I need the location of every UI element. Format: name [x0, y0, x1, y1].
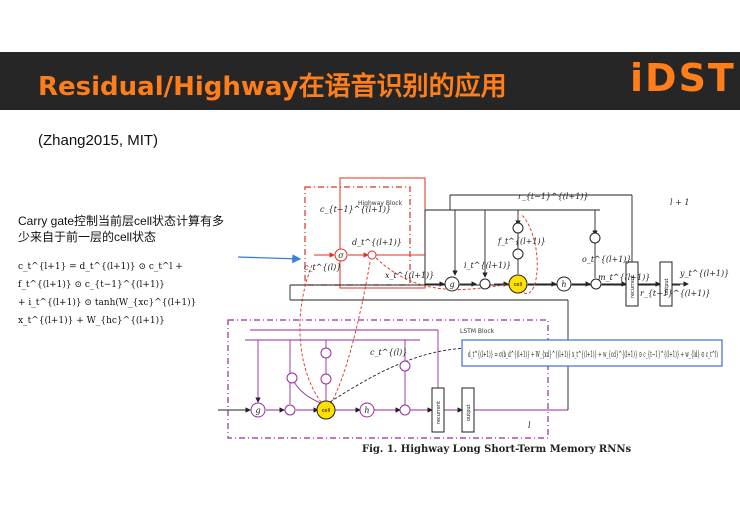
- carry-gate-equation-box: [461, 339, 723, 367]
- upper-cell-label: cell: [514, 282, 523, 288]
- upper-cell-node: [508, 274, 528, 294]
- upper-output-multiply: [590, 278, 602, 290]
- lower-cell-label: cell: [322, 408, 331, 414]
- layer-bottom-label: l: [528, 421, 531, 430]
- sym-i: i_t^{(l+1)}: [464, 261, 511, 270]
- upper-g-label: g: [449, 280, 454, 289]
- sym-y: y_t^{(l+1)}: [679, 269, 729, 278]
- lower-cell-node: [316, 400, 336, 420]
- lower-output-label: output: [466, 404, 472, 421]
- upper-h-node: [556, 276, 572, 292]
- citation: (Zhang2015, MIT): [38, 132, 159, 149]
- carry-gate-note: Carry gate控制当前层cell状态计算有多少来自于前一层的cell状态: [18, 214, 225, 244]
- carry-multiply-node: [367, 250, 377, 260]
- pointer-arrow: [237, 254, 302, 264]
- lower-forget-multiply: [320, 373, 332, 385]
- sym-r: r_{t−1}^{(l+1)}: [518, 192, 589, 201]
- upper-g-node: [444, 276, 460, 292]
- lower-input-gate: [286, 372, 298, 384]
- sym-d: d_t^{(l+1)}: [352, 238, 402, 247]
- sym-c-l-top: c_t^{(l)}: [304, 263, 341, 272]
- sym-r-out: r_{t−1}^{(l+1)}: [640, 289, 711, 298]
- cell-equation: c_t^{l+1} = d_t^{(l+1)} ⊙ c_t^l + f_t^{(…: [18, 258, 238, 330]
- upper-recurrent-box: [625, 261, 639, 307]
- cell-equation-line-1: c_t^{l+1} = d_t^{(l+1)} ⊙ c_t^l + f_t^{(…: [18, 262, 183, 290]
- lower-input-multiply: [284, 404, 296, 416]
- lower-output-multiply: [399, 404, 411, 416]
- lower-recurrent-label: recurrent: [436, 401, 442, 424]
- figure-caption: Fig. 1. Highway Long Short-Term Memory R…: [362, 444, 631, 455]
- highway-block-box: [304, 186, 411, 286]
- lower-g-node: [250, 402, 266, 418]
- lower-h-label: h: [364, 406, 369, 415]
- title-bar: [0, 52, 740, 110]
- sym-c-l-bottom: c_t^{(l)}: [370, 348, 407, 357]
- lower-forget-gate: [320, 347, 332, 359]
- upper-output-box: [659, 261, 673, 307]
- upper-h-label: h: [561, 280, 566, 289]
- upper-output-gate: [589, 232, 601, 244]
- carry-gate-wiring: [299, 214, 538, 409]
- lstm-block-label: LSTM Block: [460, 328, 495, 335]
- lstm-block-box: [227, 319, 549, 439]
- sym-x: x_t^{(l+1)}: [385, 271, 434, 280]
- upper-input-multiply: [479, 278, 491, 290]
- sym-c-prev: c_{t−1}^{(l+1)}: [320, 205, 391, 214]
- lower-recurrent-box: [431, 387, 445, 433]
- sym-o: o_t^{(l+1)}: [582, 255, 632, 264]
- lower-output-box: [461, 387, 475, 433]
- upper-forget-multiply: [512, 248, 524, 260]
- carry-gate-equation: d_t^{(l+1)} = σ(b_d^{(l+1)} + W_{xd}^{(l…: [468, 350, 718, 359]
- sigma-label: σ: [338, 251, 344, 260]
- cell-equation-line-2: + i_t^{(l+1)} ⊙ tanh(W_{xc}^{(l+1)} x_t^…: [18, 298, 197, 326]
- highway-block-label: Highway Block: [358, 200, 403, 207]
- upper-recurrent-label: recurrent: [630, 275, 636, 298]
- sym-f: f_t^{(l+1)}: [497, 237, 546, 246]
- upper-output-label: output: [664, 278, 670, 295]
- upper-forget-gate: [512, 222, 524, 234]
- slide-title: Residual/Highway在语音识别的应用: [38, 72, 507, 102]
- lower-output-gate: [399, 360, 411, 372]
- idst-logo: iDST: [630, 56, 736, 100]
- layer-top-label: l + 1: [670, 198, 689, 207]
- lower-layer-wiring: [245, 329, 568, 413]
- sym-m: m_t^{(l+1)}: [598, 273, 650, 282]
- lower-g-label: g: [255, 406, 260, 415]
- lower-h-node: [359, 402, 375, 418]
- carry-gate-sigma: [334, 248, 348, 262]
